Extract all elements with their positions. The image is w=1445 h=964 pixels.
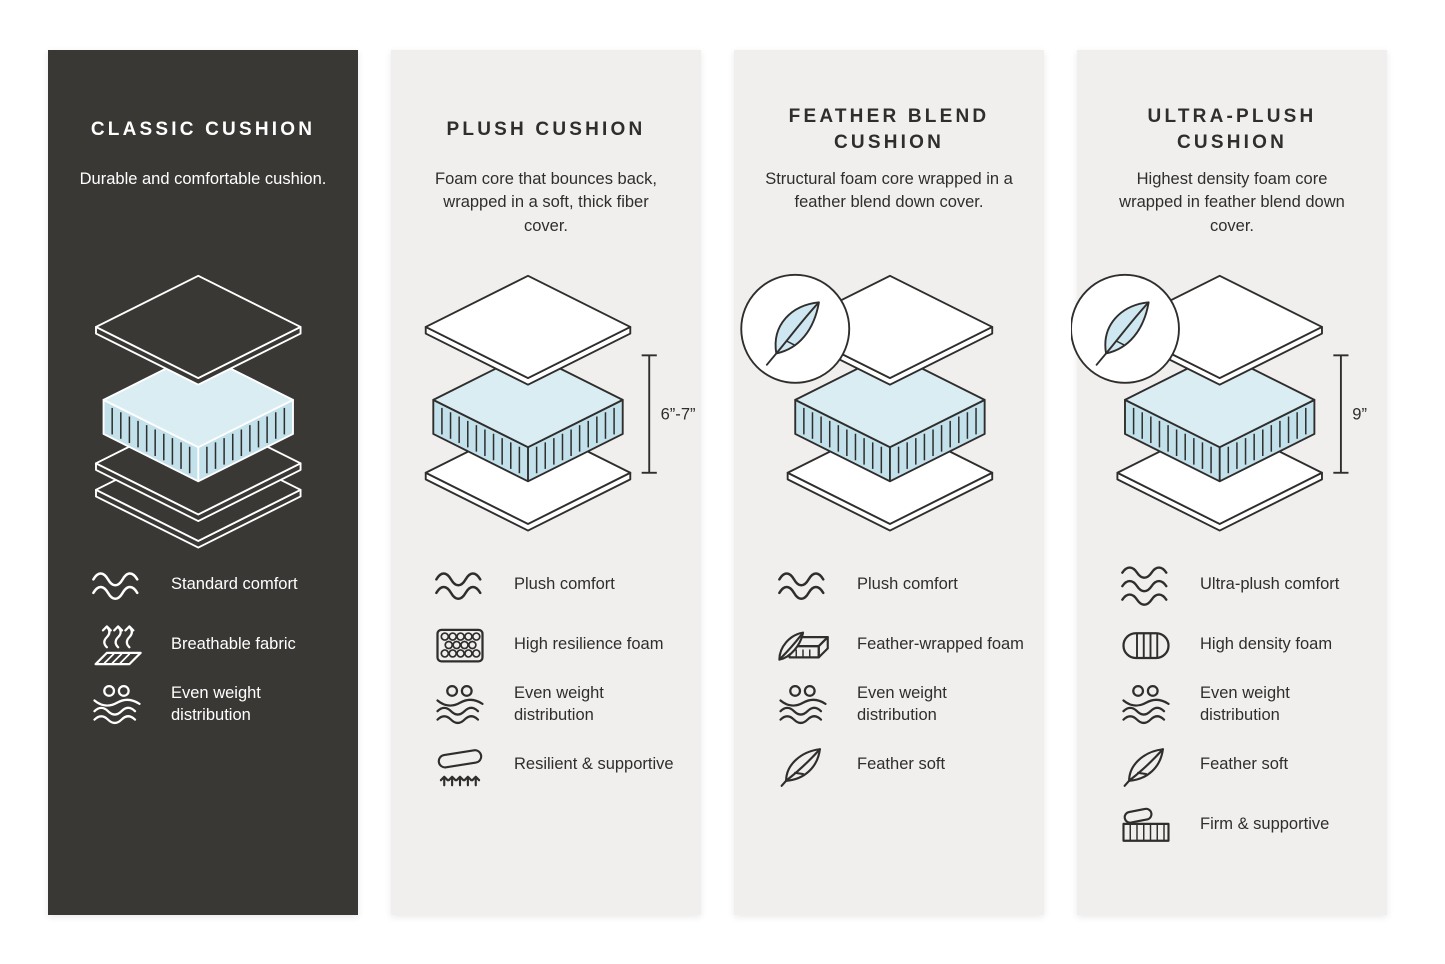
foam-core-layer bbox=[102, 351, 294, 483]
feature-item: Resilient & supportive bbox=[433, 742, 687, 788]
feature-item: High resilience foam bbox=[433, 622, 687, 668]
measurement-label: 9” bbox=[1352, 405, 1367, 424]
panels-row: CLASSIC CUSHION Durable and comfortable … bbox=[48, 50, 1387, 915]
feature-label: High resilience foam bbox=[514, 635, 664, 654]
feature-label: Plush comfort bbox=[857, 575, 958, 594]
even-weight-icon bbox=[1119, 682, 1173, 728]
panel-feather-blend: FEATHER BLEND CUSHION Structural foam co… bbox=[734, 50, 1044, 915]
panel-title: CLASSIC CUSHION bbox=[90, 119, 316, 141]
feature-label: Feather soft bbox=[1200, 755, 1289, 774]
feature-label: Feather soft bbox=[857, 755, 946, 774]
feature-item: Plush comfort bbox=[433, 562, 687, 608]
panel-header: ULTRA-PLUSH CUSHION Highest density foam… bbox=[1077, 50, 1387, 238]
feature-item: Feather soft bbox=[776, 742, 1030, 788]
feature-label: Feather-wrapped foam bbox=[857, 635, 1024, 654]
measurement-label: 6”-7” bbox=[661, 405, 696, 424]
feature-list: Plush comfort Feather-wrapped foam Even … bbox=[776, 562, 1030, 802]
panel-header: FEATHER BLEND CUSHION Structural foam co… bbox=[734, 50, 1044, 215]
feature-item: Breathable fabric bbox=[90, 622, 344, 668]
panel-description: Durable and comfortable cushion. bbox=[79, 170, 327, 188]
feature-label: High density foam bbox=[1200, 635, 1333, 654]
feature-label: Ultra-plush comfort bbox=[1200, 575, 1340, 594]
resilient-supportive-icon bbox=[433, 742, 487, 788]
feature-label: Firm & supportive bbox=[1200, 815, 1330, 834]
feather-badge-icon bbox=[1071, 273, 1180, 384]
panel-header: CLASSIC CUSHION Durable and comfortable … bbox=[48, 50, 358, 191]
cushion-layers-graphic bbox=[740, 273, 994, 532]
panel-description: Structural foam core wrapped in a feathe… bbox=[765, 170, 1013, 212]
feature-label: Even weight distribution bbox=[171, 684, 261, 724]
panel-plush: PLUSH CUSHION Foam core that bounces bac… bbox=[391, 50, 701, 915]
cushion-layers-graphic: 9” bbox=[1071, 273, 1367, 532]
panel-description: Foam core that bounces back, wrapped in … bbox=[435, 170, 657, 235]
feature-item: Firm & supportive bbox=[1119, 802, 1373, 848]
cushion-layers-diagram: 9” bbox=[1071, 272, 1393, 552]
feature-item: Even weight distribution bbox=[776, 682, 1030, 728]
height-measurement: 9” bbox=[1333, 354, 1367, 474]
feature-label: Even weight distribution bbox=[514, 684, 604, 724]
feather-badge-icon bbox=[740, 273, 851, 384]
feather-icon bbox=[776, 742, 830, 788]
cushion-layers-diagram bbox=[728, 272, 1050, 552]
cushion-layers-graphic bbox=[95, 274, 302, 549]
height-measurement: 6”-7” bbox=[641, 354, 696, 474]
panel-description: Highest density foam core wrapped in fea… bbox=[1119, 170, 1345, 235]
waves-icon bbox=[776, 562, 830, 608]
firm-supportive-icon bbox=[1119, 802, 1173, 848]
panel-classic: CLASSIC CUSHION Durable and comfortable … bbox=[48, 50, 358, 915]
high-density-foam-icon bbox=[1119, 622, 1173, 668]
feature-item: Plush comfort bbox=[776, 562, 1030, 608]
panel-title: FEATHER BLEND CUSHION bbox=[788, 106, 990, 153]
foam-core-layer bbox=[432, 351, 624, 483]
cushion-layers-graphic: 6”-7” bbox=[424, 274, 696, 532]
panel-title: ULTRA-PLUSH CUSHION bbox=[1147, 106, 1317, 153]
feature-item: Standard comfort bbox=[90, 562, 344, 608]
feature-item: High density foam bbox=[1119, 622, 1373, 668]
feature-item: Even weight distribution bbox=[433, 682, 687, 728]
feature-item: Even weight distribution bbox=[90, 682, 344, 728]
cushion-layers-diagram: 6”-7” bbox=[385, 272, 707, 552]
top-cover-layer bbox=[424, 274, 632, 386]
feature-label: Even weight distribution bbox=[857, 684, 947, 724]
feature-list: Ultra-plush comfort High density foam Ev… bbox=[1119, 562, 1373, 862]
breathable-icon bbox=[90, 622, 144, 668]
feature-item: Even weight distribution bbox=[1119, 682, 1373, 728]
waves-icon bbox=[90, 562, 144, 608]
waves-3-icon bbox=[1119, 562, 1173, 608]
feather-wrapped-foam-icon bbox=[776, 622, 830, 668]
even-weight-icon bbox=[776, 682, 830, 728]
panel-title: PLUSH CUSHION bbox=[446, 119, 646, 141]
feature-label: Standard comfort bbox=[171, 575, 298, 594]
panel-header: PLUSH CUSHION Foam core that bounces bac… bbox=[391, 50, 701, 238]
honeycomb-foam-icon bbox=[433, 622, 487, 668]
waves-icon bbox=[433, 562, 487, 608]
top-cover-layer bbox=[95, 274, 302, 386]
feature-list: Standard comfort Breathable fabric Even … bbox=[90, 562, 344, 742]
panel-ultra-plush: ULTRA-PLUSH CUSHION Highest density foam… bbox=[1071, 50, 1387, 915]
feature-item: Feather soft bbox=[1119, 742, 1373, 788]
feature-item: Feather-wrapped foam bbox=[776, 622, 1030, 668]
even-weight-icon bbox=[433, 682, 487, 728]
feature-item: Ultra-plush comfort bbox=[1119, 562, 1373, 608]
feature-label: Resilient & supportive bbox=[514, 755, 674, 774]
cushion-layers-diagram bbox=[42, 272, 364, 552]
feature-label: Breathable fabric bbox=[171, 635, 296, 654]
feature-list: Plush comfort High resilience foam Even … bbox=[433, 562, 687, 802]
feature-label: Plush comfort bbox=[514, 575, 615, 594]
even-weight-icon bbox=[90, 682, 144, 728]
feature-label: Even weight distribution bbox=[1200, 684, 1290, 724]
feather-icon bbox=[1119, 742, 1173, 788]
